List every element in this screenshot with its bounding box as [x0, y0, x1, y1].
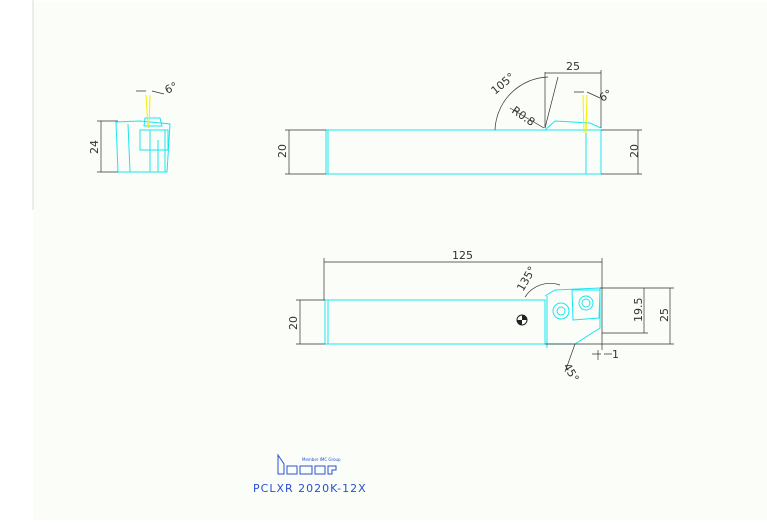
- end-angle-dim: 6°: [163, 80, 180, 97]
- end-view: 24 6°: [88, 80, 180, 173]
- top-view: 125 20 19.5 25 135° 1 45°: [287, 249, 674, 384]
- offset-dim: 19.5: [632, 298, 645, 323]
- shank-width-dim: 20: [287, 316, 300, 330]
- total-width-dim: 25: [658, 308, 671, 322]
- total-length-dim: 125: [452, 249, 473, 262]
- side-height-right-dim: 20: [628, 144, 641, 158]
- side-clearance-angle-dim: 6°: [597, 87, 614, 105]
- center-of-gravity-icon: [516, 314, 528, 326]
- sheet-background: [33, 2, 767, 520]
- iscar-logo: Member IMC Group: [277, 453, 341, 475]
- logo-tagline: Member IMC Group: [302, 457, 341, 462]
- end-height-dim: 24: [88, 140, 101, 154]
- overhang-dim: 1: [612, 348, 619, 361]
- side-height-left-dim: 20: [276, 144, 289, 158]
- side-length-dim: 25: [566, 60, 580, 73]
- part-number: PCLXR 2020K-12X: [253, 482, 367, 495]
